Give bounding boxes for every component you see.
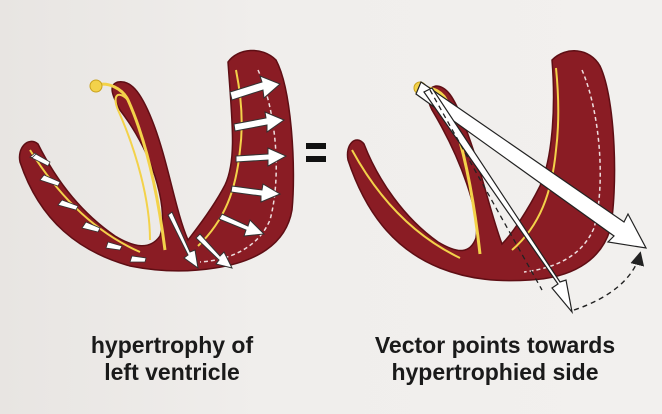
right-heart: [346, 50, 648, 315]
caption-left: hypertrophy of left ventricle: [62, 332, 282, 386]
caption-right-line2: hypertrophied side: [391, 359, 599, 385]
left-heart: [18, 49, 295, 272]
left-wall-small-arrows: [29, 152, 147, 263]
downward-vector-arrow: [423, 87, 574, 315]
equals-sign: [306, 143, 326, 162]
caption-left-line2: left ventricle: [104, 359, 240, 385]
left-wall-large-arrows: [167, 75, 288, 270]
left-conduction-bundle: [96, 82, 167, 251]
left-sa-node: [89, 79, 103, 93]
caption-left-line1: hypertrophy of: [90, 332, 254, 358]
caption-right: Vector points towards hypertrophied side: [350, 332, 640, 386]
dashed-vector: [429, 89, 543, 291]
caption-right-line1: Vector points towards: [374, 332, 616, 358]
rotation-arc: [573, 251, 645, 311]
right-ventricle-muscle: [346, 50, 616, 282]
